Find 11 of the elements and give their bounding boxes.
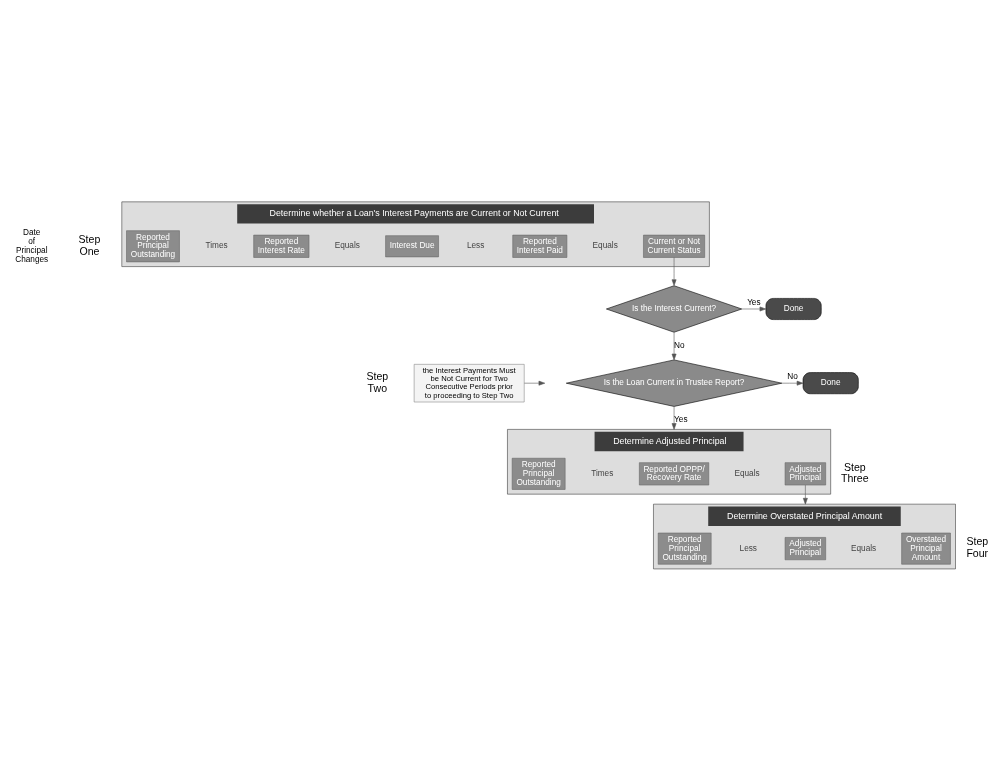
label: Step Two <box>366 369 389 394</box>
arrow <box>803 484 808 504</box>
arrow <box>741 306 767 311</box>
label: Step One <box>78 232 101 257</box>
arrow <box>671 331 677 360</box>
arrow <box>671 405 677 430</box>
arrow <box>781 380 804 386</box>
label: Step Four <box>966 534 989 559</box>
arrow <box>524 380 546 386</box>
label: Step Three <box>841 460 869 484</box>
arrow <box>671 256 677 286</box>
